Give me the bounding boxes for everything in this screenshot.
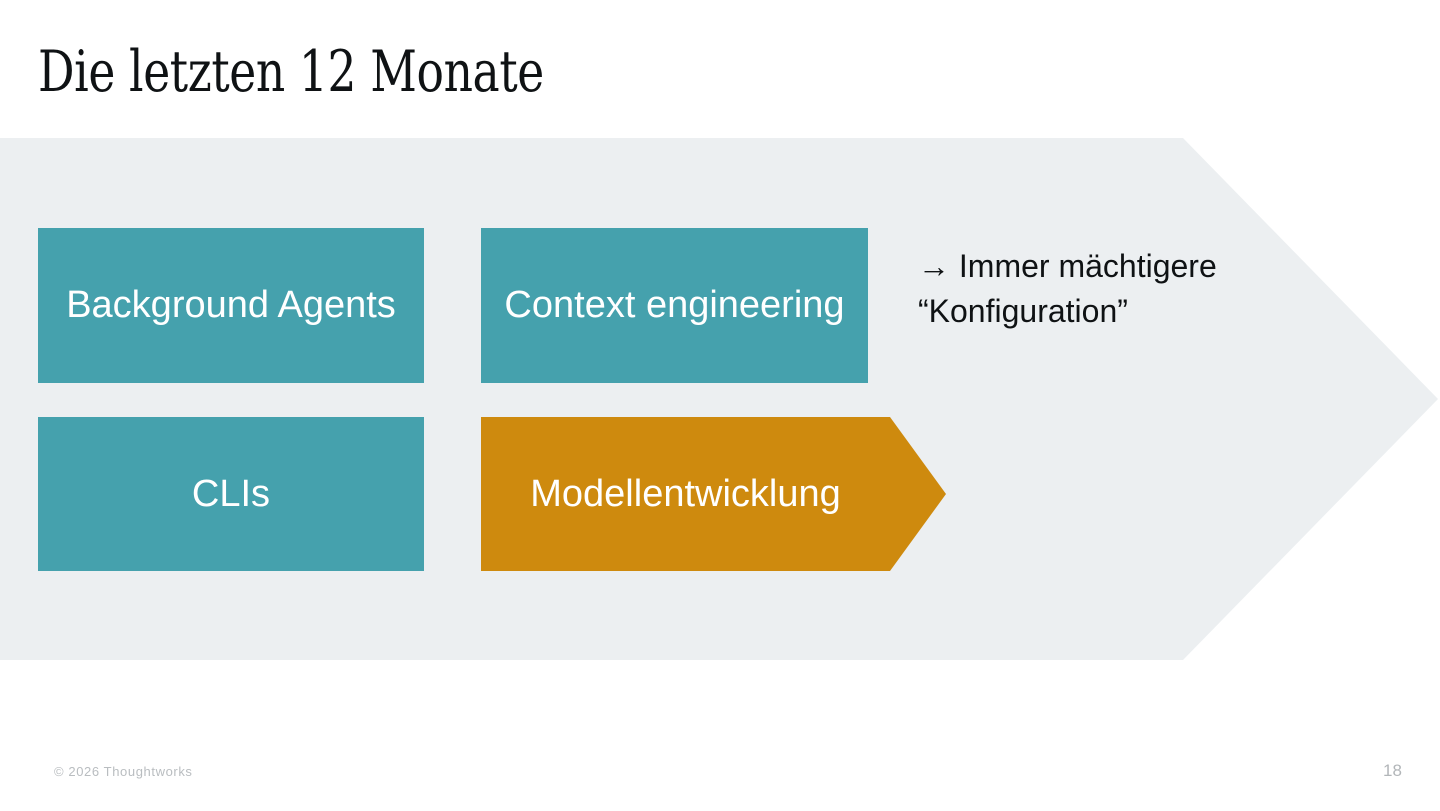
diagram-annotation: → Immer mächtigere “Konfiguration” [918, 248, 1217, 329]
diagram-box-clis[interactable]: CLIs [38, 417, 424, 571]
diagram-arrow-modellentwicklung[interactable]: Modellentwicklung [481, 417, 946, 571]
page-number: 18 [1383, 761, 1402, 780]
page-title: Die letzten 12 Monate [38, 39, 544, 105]
diagram-box-background-agents[interactable]: Background Agents [38, 228, 424, 383]
arrow-right-icon [481, 417, 946, 571]
diagram-arrow-label: Modellentwicklung [530, 473, 841, 515]
footer-copyright: © 2026 Thoughtworks [54, 764, 193, 779]
diagram-content: Background Agents Context engineering CL… [0, 138, 1440, 660]
diagram-box-context-engineering[interactable]: Context engineering [481, 228, 868, 383]
